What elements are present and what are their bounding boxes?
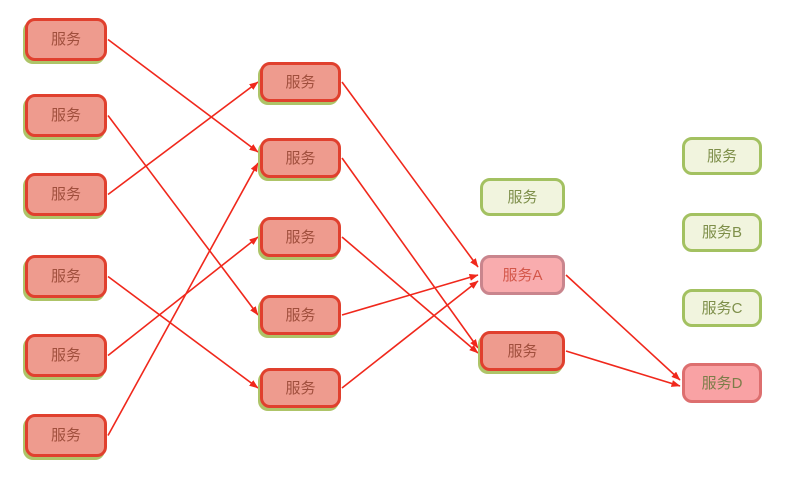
- service-node-label: 服务: [285, 73, 316, 91]
- service-node-label: 服务C: [701, 299, 743, 317]
- dependency-edge-l1-m2: [107, 38, 259, 153]
- service-node-f1[interactable]: 服务: [682, 137, 762, 175]
- service-node-fb[interactable]: 服务B: [682, 213, 762, 252]
- service-node-label: 服务: [50, 186, 81, 203]
- service-node-label: 服务: [285, 149, 316, 167]
- service-node-m3[interactable]: 服务: [260, 217, 341, 257]
- service-node-label: 服务: [50, 107, 81, 124]
- dependency-edge-m4-ta: [341, 274, 479, 316]
- service-node-label: 服务: [507, 188, 538, 206]
- service-node-fc[interactable]: 服务C: [682, 289, 762, 327]
- service-node-l2[interactable]: 服务: [25, 94, 107, 137]
- service-node-label: 服务: [50, 268, 81, 285]
- dependency-edge-l5-m3: [107, 236, 259, 357]
- service-node-ta[interactable]: 服务A: [480, 255, 565, 295]
- service-node-l6[interactable]: 服务: [25, 414, 107, 457]
- service-node-label: 服务: [285, 306, 316, 324]
- service-node-label: 服务: [50, 31, 81, 48]
- service-node-m4[interactable]: 服务: [260, 295, 341, 335]
- dependency-edge-ta-fd: [565, 274, 681, 381]
- dependency-edge-m2-tr: [341, 157, 479, 349]
- dependency-edge-l3-m1: [107, 81, 259, 196]
- service-node-label: 服务A: [502, 266, 543, 284]
- service-node-tr[interactable]: 服务: [480, 331, 565, 371]
- dependency-edge-l6-m2: [107, 162, 259, 436]
- service-node-label: 服务: [285, 228, 316, 246]
- dependency-edge-l2-m4: [107, 115, 259, 316]
- service-node-t1[interactable]: 服务: [480, 178, 565, 216]
- service-node-label: 服务: [285, 379, 316, 397]
- service-node-l3[interactable]: 服务: [25, 173, 107, 216]
- service-node-m5[interactable]: 服务: [260, 368, 341, 408]
- dependency-edge-l4-m5: [107, 275, 259, 389]
- service-node-l5[interactable]: 服务: [25, 334, 107, 377]
- service-node-label: 服务: [50, 347, 81, 364]
- dependency-edge-tr-fd: [565, 350, 681, 387]
- service-node-label: 服务: [706, 147, 737, 165]
- service-node-m2[interactable]: 服务: [260, 138, 341, 178]
- dependency-edge-m5-ta: [341, 280, 479, 389]
- service-node-label: 服务: [507, 342, 538, 360]
- service-node-l1[interactable]: 服务: [25, 18, 107, 61]
- service-node-fd[interactable]: 服务D: [682, 363, 762, 403]
- dependency-edge-m1-ta: [341, 81, 479, 268]
- service-node-label: 服务: [50, 427, 81, 444]
- service-node-m1[interactable]: 服务: [260, 62, 341, 102]
- service-node-label: 服务D: [701, 374, 743, 392]
- service-node-label: 服务B: [701, 224, 742, 241]
- service-node-l4[interactable]: 服务: [25, 255, 107, 298]
